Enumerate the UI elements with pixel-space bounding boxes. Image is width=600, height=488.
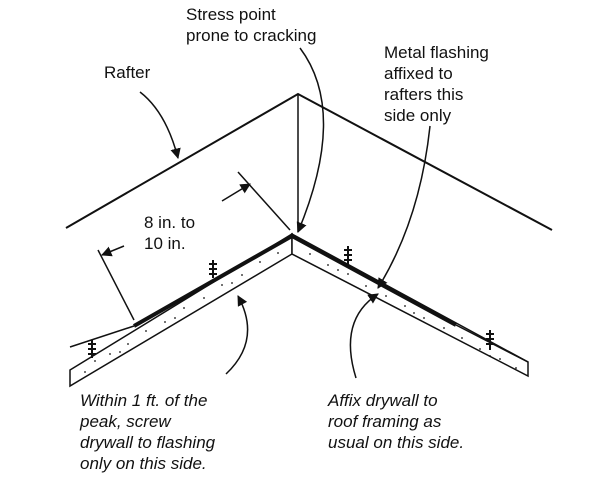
metal-flashing-label: Metal flashing affixed to rafters this s…	[384, 43, 489, 125]
framing-line-left	[69, 325, 135, 348]
right-instruction-note: Affix drywall to roof framing as usual o…	[328, 391, 465, 452]
dimension-label: 8 in. to 10 in.	[144, 213, 196, 253]
metal-flashing	[133, 233, 457, 328]
leader-arrows	[139, 47, 431, 379]
drywall-stipple	[84, 252, 517, 373]
left-instruction-note: Within 1 ft. of the peak, screw drywall …	[80, 391, 216, 473]
dimension-marker	[97, 171, 291, 321]
rafter-label: Rafter	[104, 63, 151, 82]
stress-point-label: Stress point prone to cracking	[186, 5, 317, 45]
screws	[88, 246, 494, 358]
